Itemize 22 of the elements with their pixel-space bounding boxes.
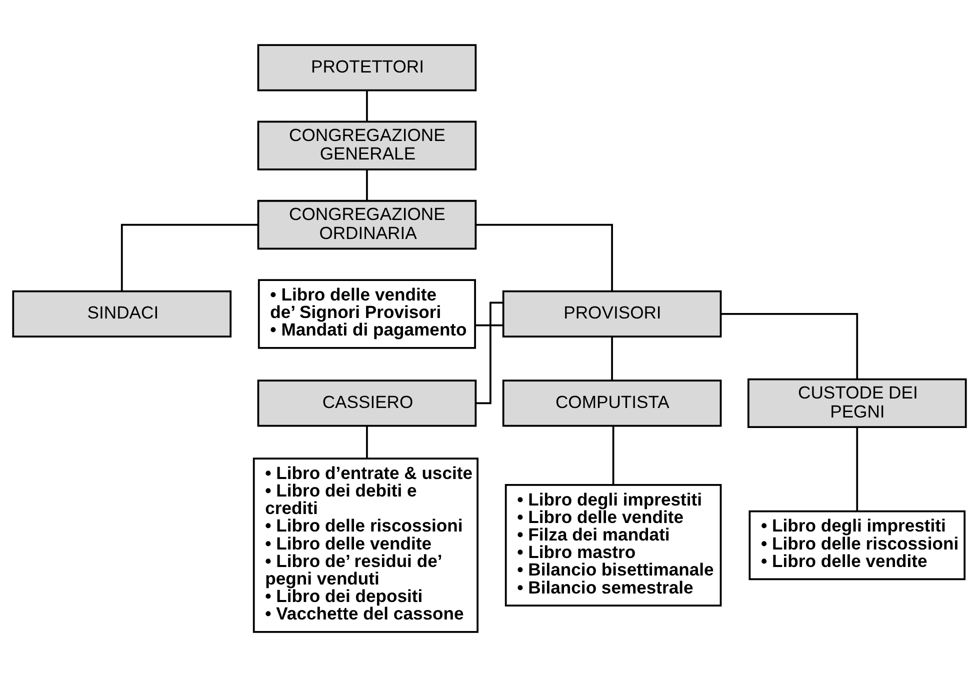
node-box: PROVISORI bbox=[502, 290, 722, 338]
connector bbox=[366, 170, 368, 201]
connector bbox=[476, 224, 613, 292]
node-box: • Libro d’entrate & uscite • Libro dei debiti e crediti • Libro delle riscossioni • Libro delle vendite • Libro de’ residui de’ pegni venduti • Libro dei depositi • Vacchette del cassone bbox=[252, 458, 478, 633]
node-box: • Libro degli imprestiti • Libro delle vendite • Filza dei mandati • Libro mastro • Bilancio bisettimanale • Bilancio semestrale bbox=[504, 484, 722, 607]
node-box: CONGREGAZIONE GENERALE bbox=[257, 120, 477, 170]
node-box: • Libro delle vendite de’ Signori Provisori • Mandati di pagamento bbox=[258, 279, 476, 349]
node-box: SINDACI bbox=[12, 290, 232, 338]
connector bbox=[611, 336, 613, 380]
node-box: CONGREGAZIONE ORDINARIA bbox=[257, 200, 477, 250]
connector bbox=[366, 426, 368, 458]
node-box: CASSIERO bbox=[257, 380, 477, 427]
node-box: CUSTODE DEI PEGNI bbox=[747, 378, 967, 428]
node-box: PROTETTORI bbox=[257, 44, 477, 92]
connector bbox=[720, 313, 858, 380]
connector bbox=[856, 427, 858, 511]
connector bbox=[475, 324, 503, 326]
node-box: • Libro degli imprestiti • Libro delle riscossioni • Libro delle vendite bbox=[748, 510, 966, 580]
connector bbox=[366, 90, 368, 122]
connector bbox=[612, 426, 614, 484]
connector bbox=[120, 224, 258, 292]
node-box: COMPUTISTA bbox=[502, 380, 722, 427]
